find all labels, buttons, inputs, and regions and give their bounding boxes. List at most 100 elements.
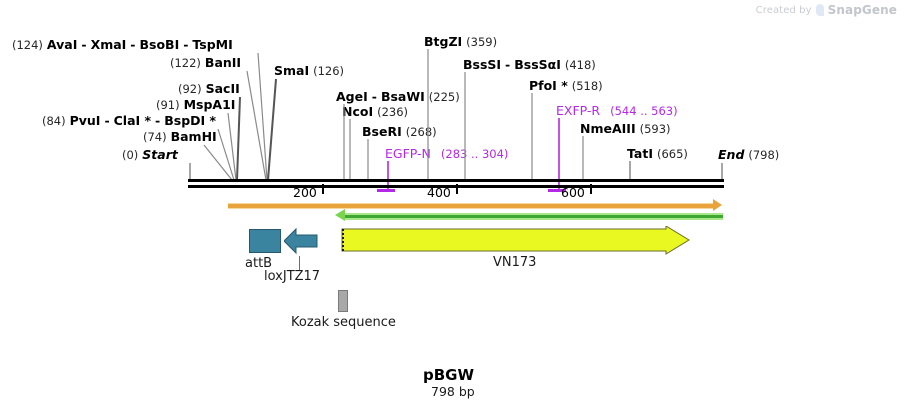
enzyme-name: PfoI * [529, 78, 568, 93]
enzyme-position: (91) [156, 98, 180, 112]
enzyme-name: ClaI * [113, 113, 152, 128]
plasmid-length: 798 bp [431, 384, 475, 399]
enzyme-name: BspDI * [164, 113, 217, 128]
enzyme-position: (126) [313, 64, 345, 78]
enzyme-position: (418) [564, 58, 596, 72]
enzyme-position: (225) [428, 90, 460, 104]
start-marker-label[interactable]: (0) Start [122, 147, 178, 163]
separator: - [183, 37, 189, 52]
primer-label-egfp-n[interactable]: EGFP-N (283 .. 304) [385, 146, 509, 162]
feature-leader-loxjtz17 [299, 256, 300, 270]
plasmid-name: pBGW [423, 366, 475, 384]
enzyme-label-tati[interactable]: TatI (665) [627, 146, 688, 162]
enzyme-name: BsaWI [380, 89, 425, 104]
start-position: (0) [122, 148, 139, 162]
leader-sacii [236, 96, 241, 181]
separator: - [104, 113, 110, 128]
enzyme-name: SmaI [274, 63, 310, 78]
primer-label-exfp-r[interactable]: EXFP-R (544 .. 563) [556, 103, 678, 119]
leader-mspa1i [227, 112, 237, 181]
primer-mark-exfp-r [548, 189, 566, 192]
leader-pvui [217, 128, 235, 181]
separator: - [371, 89, 377, 104]
enzyme-label-ava-xma-bso-tsp[interactable]: (124) AvaI - XmaI - BsoBI - TspMI [12, 37, 233, 53]
feature-label-vn173: VN173 [493, 255, 537, 270]
enzyme-label-smai[interactable]: SmaI (126) [274, 63, 345, 79]
enzyme-name: XmaI [90, 37, 127, 52]
primer-mark-egfp-n [377, 189, 395, 192]
end-label: End [718, 147, 745, 162]
feature-loxjtz17[interactable] [284, 228, 318, 254]
enzyme-name: BamHI [170, 129, 217, 144]
enzyme-label-sacii[interactable]: (92) SacII [178, 81, 240, 97]
leader-avai [257, 52, 268, 181]
enzyme-position: (124) [12, 38, 43, 52]
enzyme-label-nmeaiii[interactable]: NmeAIII (593) [580, 121, 671, 137]
enzyme-name: BssSαI [514, 57, 561, 72]
backbone-strand-top [188, 179, 724, 182]
leader-bamhi [203, 144, 233, 181]
enzyme-position: (268) [405, 125, 437, 139]
ruler-tick-600 [590, 184, 592, 194]
ruler-label-200: 200 [293, 185, 317, 200]
enzyme-position: (593) [639, 122, 671, 136]
track-orange-bar[interactable] [228, 203, 714, 209]
enzyme-name: NmeAIII [580, 121, 636, 136]
enzyme-name: AgeI [336, 89, 368, 104]
enzyme-label-mspa1i[interactable]: (91) MspA1I [156, 97, 236, 113]
feature-label-kozak: Kozak sequence [291, 315, 396, 330]
enzyme-name: TspMI [192, 37, 233, 52]
watermark-prefix: Created by [755, 4, 812, 16]
watermark-brand: SnapGene [827, 3, 897, 17]
enzyme-name: PvuI [69, 113, 101, 128]
primer-range: (283 .. 304) [440, 147, 509, 161]
enzyme-position: (74) [143, 130, 167, 144]
end-position: (798) [748, 148, 780, 162]
enzyme-name: BseRI [362, 124, 402, 139]
enzyme-name: BsoBI [139, 37, 180, 52]
enzyme-label-ncoi[interactable]: NcoI (236) [342, 104, 409, 120]
ruler-tick-200 [322, 184, 324, 194]
primer-name: EGFP-N [385, 146, 431, 161]
track-orange-arrowhead-icon [713, 199, 722, 211]
enzyme-label-btgzi[interactable]: BtgZI (359) [424, 34, 497, 50]
enzyme-label-bsssi-bsssai[interactable]: BssSI - BssSαI (418) [463, 57, 596, 73]
ruler-label-600: 600 [561, 185, 585, 200]
primer-range: (544 .. 563) [610, 104, 678, 118]
separator: - [505, 57, 511, 72]
enzyme-name: NcoI [342, 104, 374, 119]
snapgene-watermark: Created by SnapGene [756, 3, 897, 17]
enzyme-label-bseri[interactable]: BseRI (268) [362, 124, 437, 140]
enzyme-position: (84) [42, 114, 66, 128]
snapgene-logo-icon [815, 4, 824, 16]
feature-attb[interactable] [249, 229, 281, 253]
end-marker-label[interactable]: End (798) [718, 147, 780, 163]
enzyme-name: BssSI [463, 57, 502, 72]
enzyme-position: (665) [656, 147, 688, 161]
ruler-label-400: 400 [427, 185, 451, 200]
feature-label-loxjtz17: loxJTZ17 [264, 269, 321, 284]
enzyme-name: TatI [627, 146, 653, 161]
track-green-bar[interactable] [345, 213, 723, 220]
enzyme-name: MspA1I [183, 97, 236, 112]
start-label: Start [142, 147, 178, 162]
feature-kozak-sequence[interactable] [338, 290, 348, 312]
enzyme-label-pvui-clai-bspdi[interactable]: (84) PvuI - ClaI * - BspDI * [42, 113, 217, 129]
track-green-arrowhead-icon [335, 209, 345, 221]
enzyme-name: BanII [204, 55, 242, 70]
enzyme-label-agei-bsawi[interactable]: AgeI - BsaWI (225) [336, 89, 460, 105]
enzyme-position: (236) [377, 105, 409, 119]
separator: - [130, 37, 136, 52]
primer-name: EXFP-R [556, 103, 601, 118]
enzyme-label-pfoi[interactable]: PfoI * (518) [529, 78, 603, 94]
enzyme-label-bamhi[interactable]: (74) BamHI [143, 129, 217, 145]
ruler-tick-400 [456, 184, 458, 194]
feature-vn173[interactable] [341, 226, 691, 256]
leader-smai [267, 78, 277, 181]
separator: - [81, 37, 87, 52]
enzyme-name: AvaI [46, 37, 78, 52]
enzyme-name: BtgZI [424, 34, 463, 49]
enzyme-label-banii[interactable]: (122) BanII [170, 55, 242, 71]
enzyme-name: SacII [205, 81, 240, 96]
